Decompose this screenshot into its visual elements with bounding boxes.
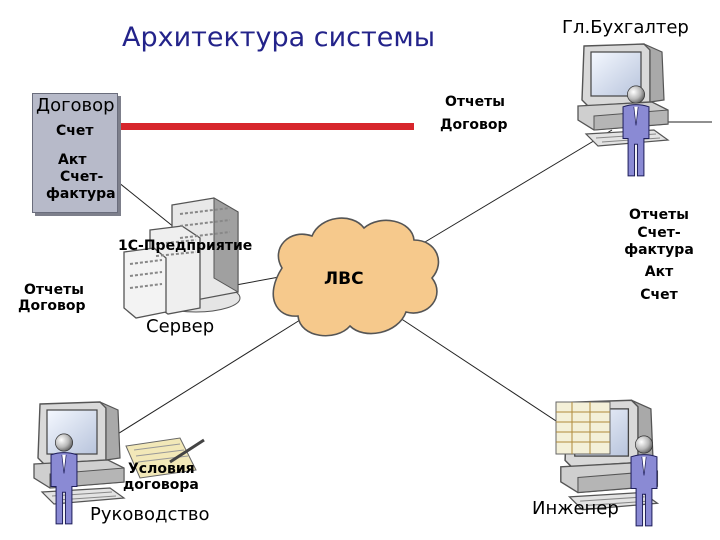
accountant-docs-contract: Договор: [440, 117, 508, 133]
server-app-label: 1С-Предприятие: [118, 239, 252, 254]
right-docs-reports: Отчеты: [629, 207, 689, 223]
server-label: Сервер: [146, 316, 215, 337]
right-docs-invoice: Счет-: [637, 225, 681, 241]
link-cloud-accountant: [419, 129, 613, 246]
left-docs-reports: Отчеты: [24, 282, 84, 298]
contract-conditions-line2: договора: [123, 477, 199, 493]
docbox-line-facture: фактура: [46, 186, 116, 202]
contract-document-icon: [125, 437, 205, 479]
link-cloud-management: [91, 319, 301, 451]
lan-label: ЛВС: [324, 269, 364, 289]
engineer-label: Инженер: [532, 498, 619, 519]
docbox-line-contract: Договор: [36, 95, 115, 116]
engineer-spreadsheet-icon: [555, 401, 611, 455]
accountant-docs-reports: Отчеты: [445, 94, 505, 110]
docbox-line-act: Акт: [58, 152, 87, 168]
docbox-line-invoice2: Счет-: [60, 169, 104, 185]
server-icon: [123, 197, 241, 319]
accountant-label: Гл.Бухгалтер: [562, 17, 689, 38]
contract-conditions-line1: Условия: [128, 461, 195, 477]
management-computer-icon: [33, 401, 125, 505]
docbox-line-invoice: Счет: [56, 123, 94, 139]
lan-cloud: [272, 217, 440, 337]
right-docs-facture: фактура: [624, 242, 694, 258]
documents-box: [32, 93, 118, 213]
left-docs-contract: Договор: [18, 298, 86, 314]
page-title: Архитектура системы: [122, 22, 436, 53]
right-docs-act: Акт: [644, 264, 674, 280]
right-docs-bill: Счет: [640, 287, 678, 303]
red-flow-line: [118, 123, 414, 130]
management-label: Руководство: [90, 504, 210, 525]
